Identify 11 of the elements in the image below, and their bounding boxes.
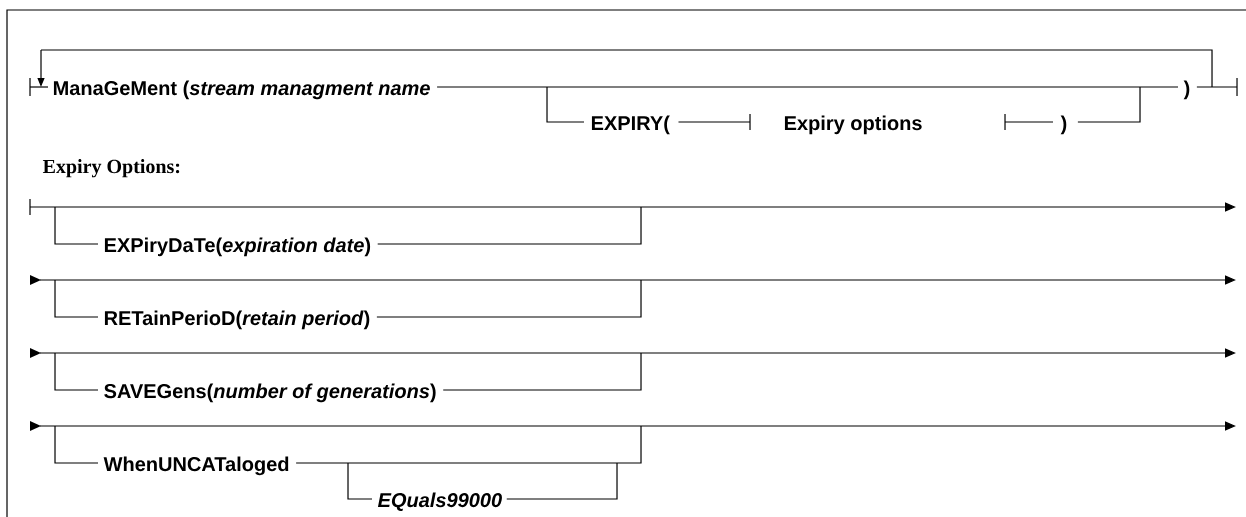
keyword-text: EXPIRY( [591, 115, 670, 135]
keyword-text: RETainPerioD(retain period) [104, 310, 370, 330]
keyword-text: SAVEGens(number of generations) [104, 383, 436, 403]
section-heading: Expiry Options: [42, 159, 180, 178]
keyword-text: ) [1060, 115, 1067, 135]
fragment-name: Expiry options [784, 115, 922, 135]
keyword-text: EXPiryDaTe(expiration date) [104, 237, 371, 257]
keyword-text: WhenUNCATaloged [103, 456, 289, 476]
keyword-text: ManaGeMent (stream managment name [53, 80, 430, 100]
keyword-text: EQuals99000 [377, 492, 502, 511]
keyword-text: ) [1183, 80, 1190, 100]
